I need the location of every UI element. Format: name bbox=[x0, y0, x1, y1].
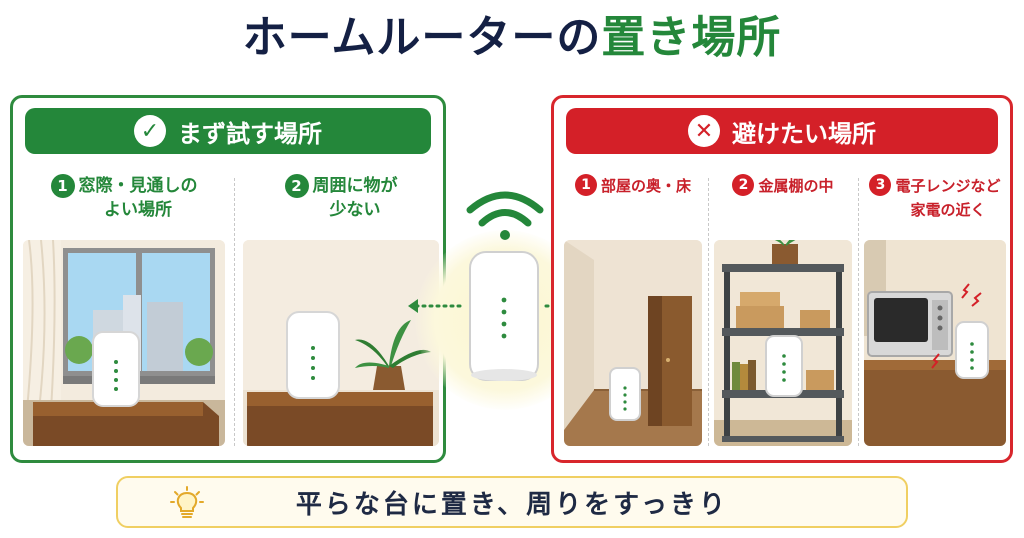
shelf-scene bbox=[714, 240, 852, 446]
left-arrow bbox=[408, 299, 464, 313]
bad-item-1-number: 1 bbox=[574, 174, 597, 196]
bad-divider-1 bbox=[708, 178, 709, 446]
bad-item-shelf: 2 金属棚の中 bbox=[710, 164, 856, 450]
floor-scene-illustration bbox=[564, 240, 702, 446]
bad-heading: 避けたい場所 bbox=[732, 119, 876, 148]
bad-item-floor: 1 部屋の奥・床 bbox=[560, 164, 706, 450]
good-item-2-line1: 周囲に物が bbox=[312, 176, 398, 196]
good-divider bbox=[234, 178, 235, 446]
center-router bbox=[408, 191, 598, 381]
x-icon: ✕ bbox=[688, 115, 720, 147]
lightbulb-icon bbox=[170, 486, 204, 518]
page-title: ホームルーターの置き場所 bbox=[0, 8, 1024, 68]
good-heading-pill: ✓ まず試す場所 bbox=[25, 108, 431, 154]
window-scene-illustration bbox=[23, 240, 225, 446]
bad-item-3-number: 3 bbox=[869, 174, 892, 196]
bad-item-2-heading: 2 金属棚の中 bbox=[710, 164, 856, 236]
bad-item-1-line1: 部屋の奥・床 bbox=[600, 177, 691, 195]
good-item-1-line1: 窓際・見通しの bbox=[78, 176, 198, 196]
good-item-2-heading: 2 周囲に物が少ない bbox=[237, 164, 445, 236]
good-item-2-number: 2 bbox=[284, 174, 309, 198]
good-places-panel: ✓ まず試す場所 1 窓際・見通しのよい場所 bbox=[10, 95, 446, 463]
check-icon: ✓ bbox=[134, 115, 166, 147]
bad-heading-pill: ✕ 避けたい場所 bbox=[566, 108, 998, 154]
microwave-scene bbox=[864, 240, 1006, 446]
floor-scene bbox=[564, 240, 702, 446]
bad-item-3-line2: 家電の近く bbox=[910, 201, 986, 219]
bad-item-1-heading: 1 部屋の奥・床 bbox=[560, 164, 706, 236]
bad-item-3-heading: 3 電子レンジなど家電の近く bbox=[860, 164, 1010, 236]
bad-places-panel: ✕ 避けたい場所 1 部屋の奥・床 2 金属棚の中 bbox=[551, 95, 1013, 463]
bad-item-2-number: 2 bbox=[732, 174, 755, 196]
good-item-1-heading: 1 窓際・見通しのよい場所 bbox=[17, 164, 231, 236]
good-heading: まず試す場所 bbox=[178, 119, 322, 148]
tip-bar: 平らな台に置き、周りをすっきり bbox=[116, 476, 908, 528]
open-scene bbox=[243, 240, 439, 446]
wifi-icon bbox=[466, 191, 544, 240]
shelf-scene-illustration bbox=[714, 240, 852, 446]
bad-item-3-line1: 電子レンジなど bbox=[895, 177, 1001, 195]
good-item-2-line2: 少ない bbox=[329, 200, 381, 220]
good-item-1-line2: よい場所 bbox=[104, 200, 172, 220]
bad-item-appliance: 3 電子レンジなど家電の近く bbox=[860, 164, 1010, 450]
good-item-open: 2 周囲に物が少ない bbox=[237, 164, 445, 450]
microwave-scene-illustration bbox=[864, 240, 1006, 446]
window-scene bbox=[23, 240, 225, 446]
good-item-window: 1 窓際・見通しのよい場所 bbox=[17, 164, 231, 450]
open-scene-illustration bbox=[243, 240, 439, 446]
title-accent: 置き場所 bbox=[601, 12, 782, 63]
good-item-1-number: 1 bbox=[50, 174, 75, 198]
bad-divider-2 bbox=[858, 178, 859, 446]
tip-text: 平らな台に置き、周りをすっきり bbox=[295, 489, 729, 520]
bad-item-2-line1: 金属棚の中 bbox=[758, 177, 834, 195]
title-main: ホームルーターの bbox=[242, 12, 602, 63]
